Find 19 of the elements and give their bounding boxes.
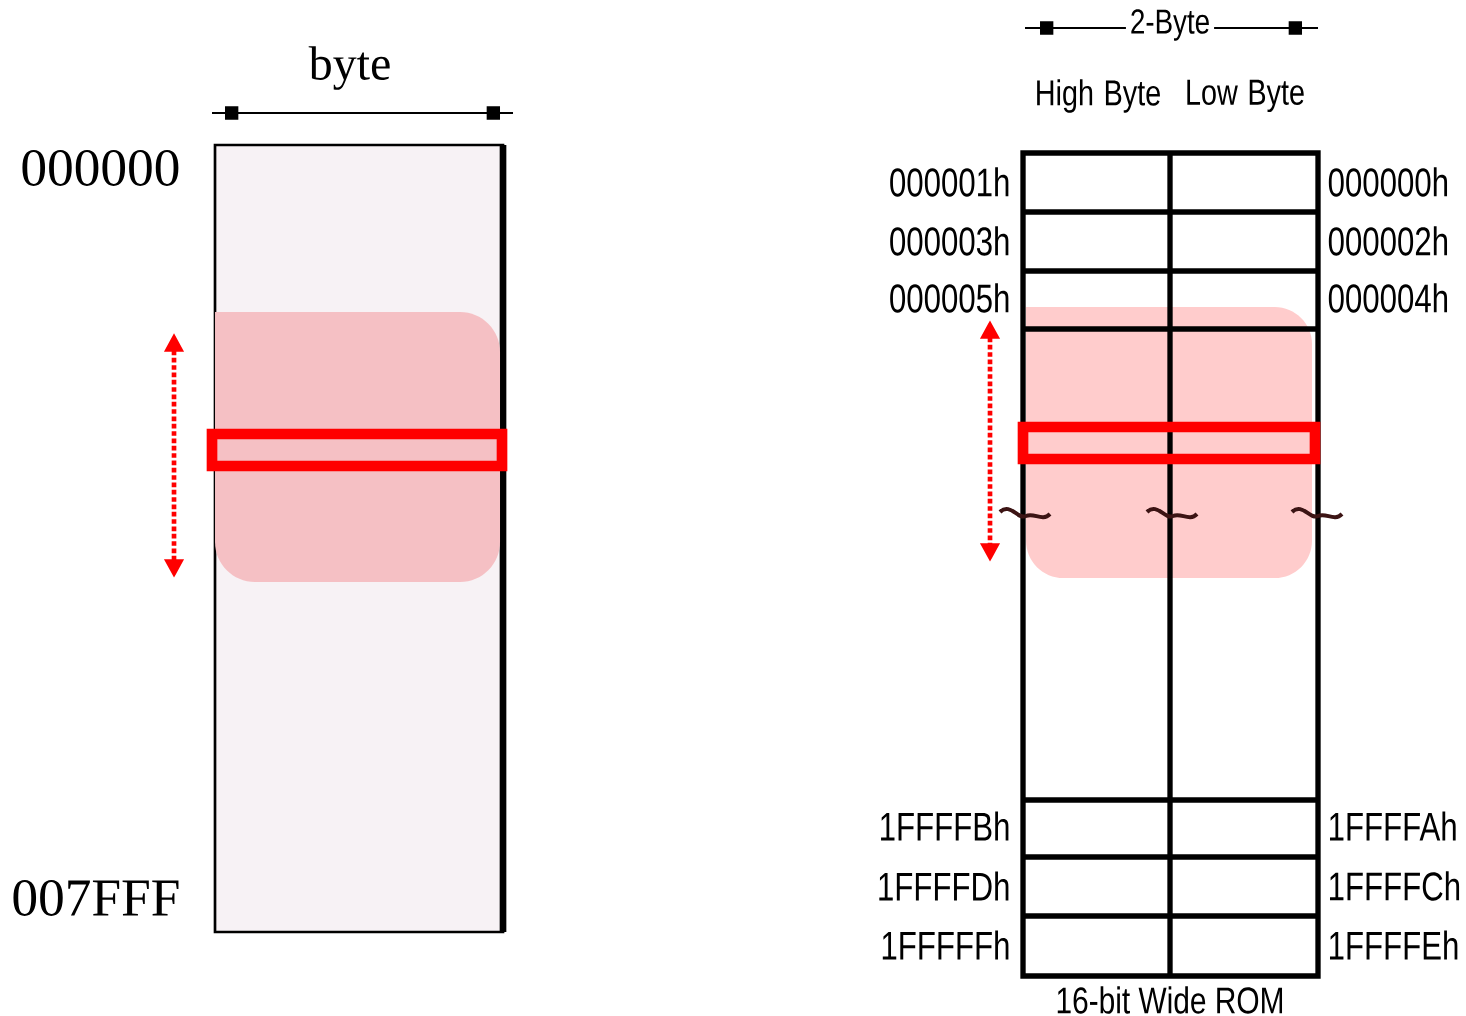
address-label: 000001h <box>890 167 1009 197</box>
address-label: 1FFFFAh <box>1330 811 1456 841</box>
address-label: 1FFFFCh <box>1330 871 1460 901</box>
address-label: 1FFFFFh <box>882 930 1009 960</box>
address-label: 000000h <box>1328 167 1447 197</box>
address-label: 1FFFFEh <box>1330 930 1458 960</box>
address-label: 000000 <box>22 150 179 186</box>
address-label: 000003h <box>890 226 1009 256</box>
column-header: High Byte <box>1037 79 1160 113</box>
address-label: 007FFF <box>13 880 179 916</box>
dimension-label: byte <box>308 46 390 90</box>
address-label: 000005h <box>890 283 1009 313</box>
column-header: Low Byte <box>1187 79 1304 113</box>
address-label: 1FFFFBh <box>881 811 1009 841</box>
address-label: 000004h <box>1328 283 1447 313</box>
dimension-label: 2-Byte <box>1125 7 1215 43</box>
caption: 16-bit Wide ROM <box>1057 986 1282 1014</box>
address-label: 1FFFFDh <box>879 871 1009 901</box>
address-label: 000002h <box>1328 226 1447 256</box>
